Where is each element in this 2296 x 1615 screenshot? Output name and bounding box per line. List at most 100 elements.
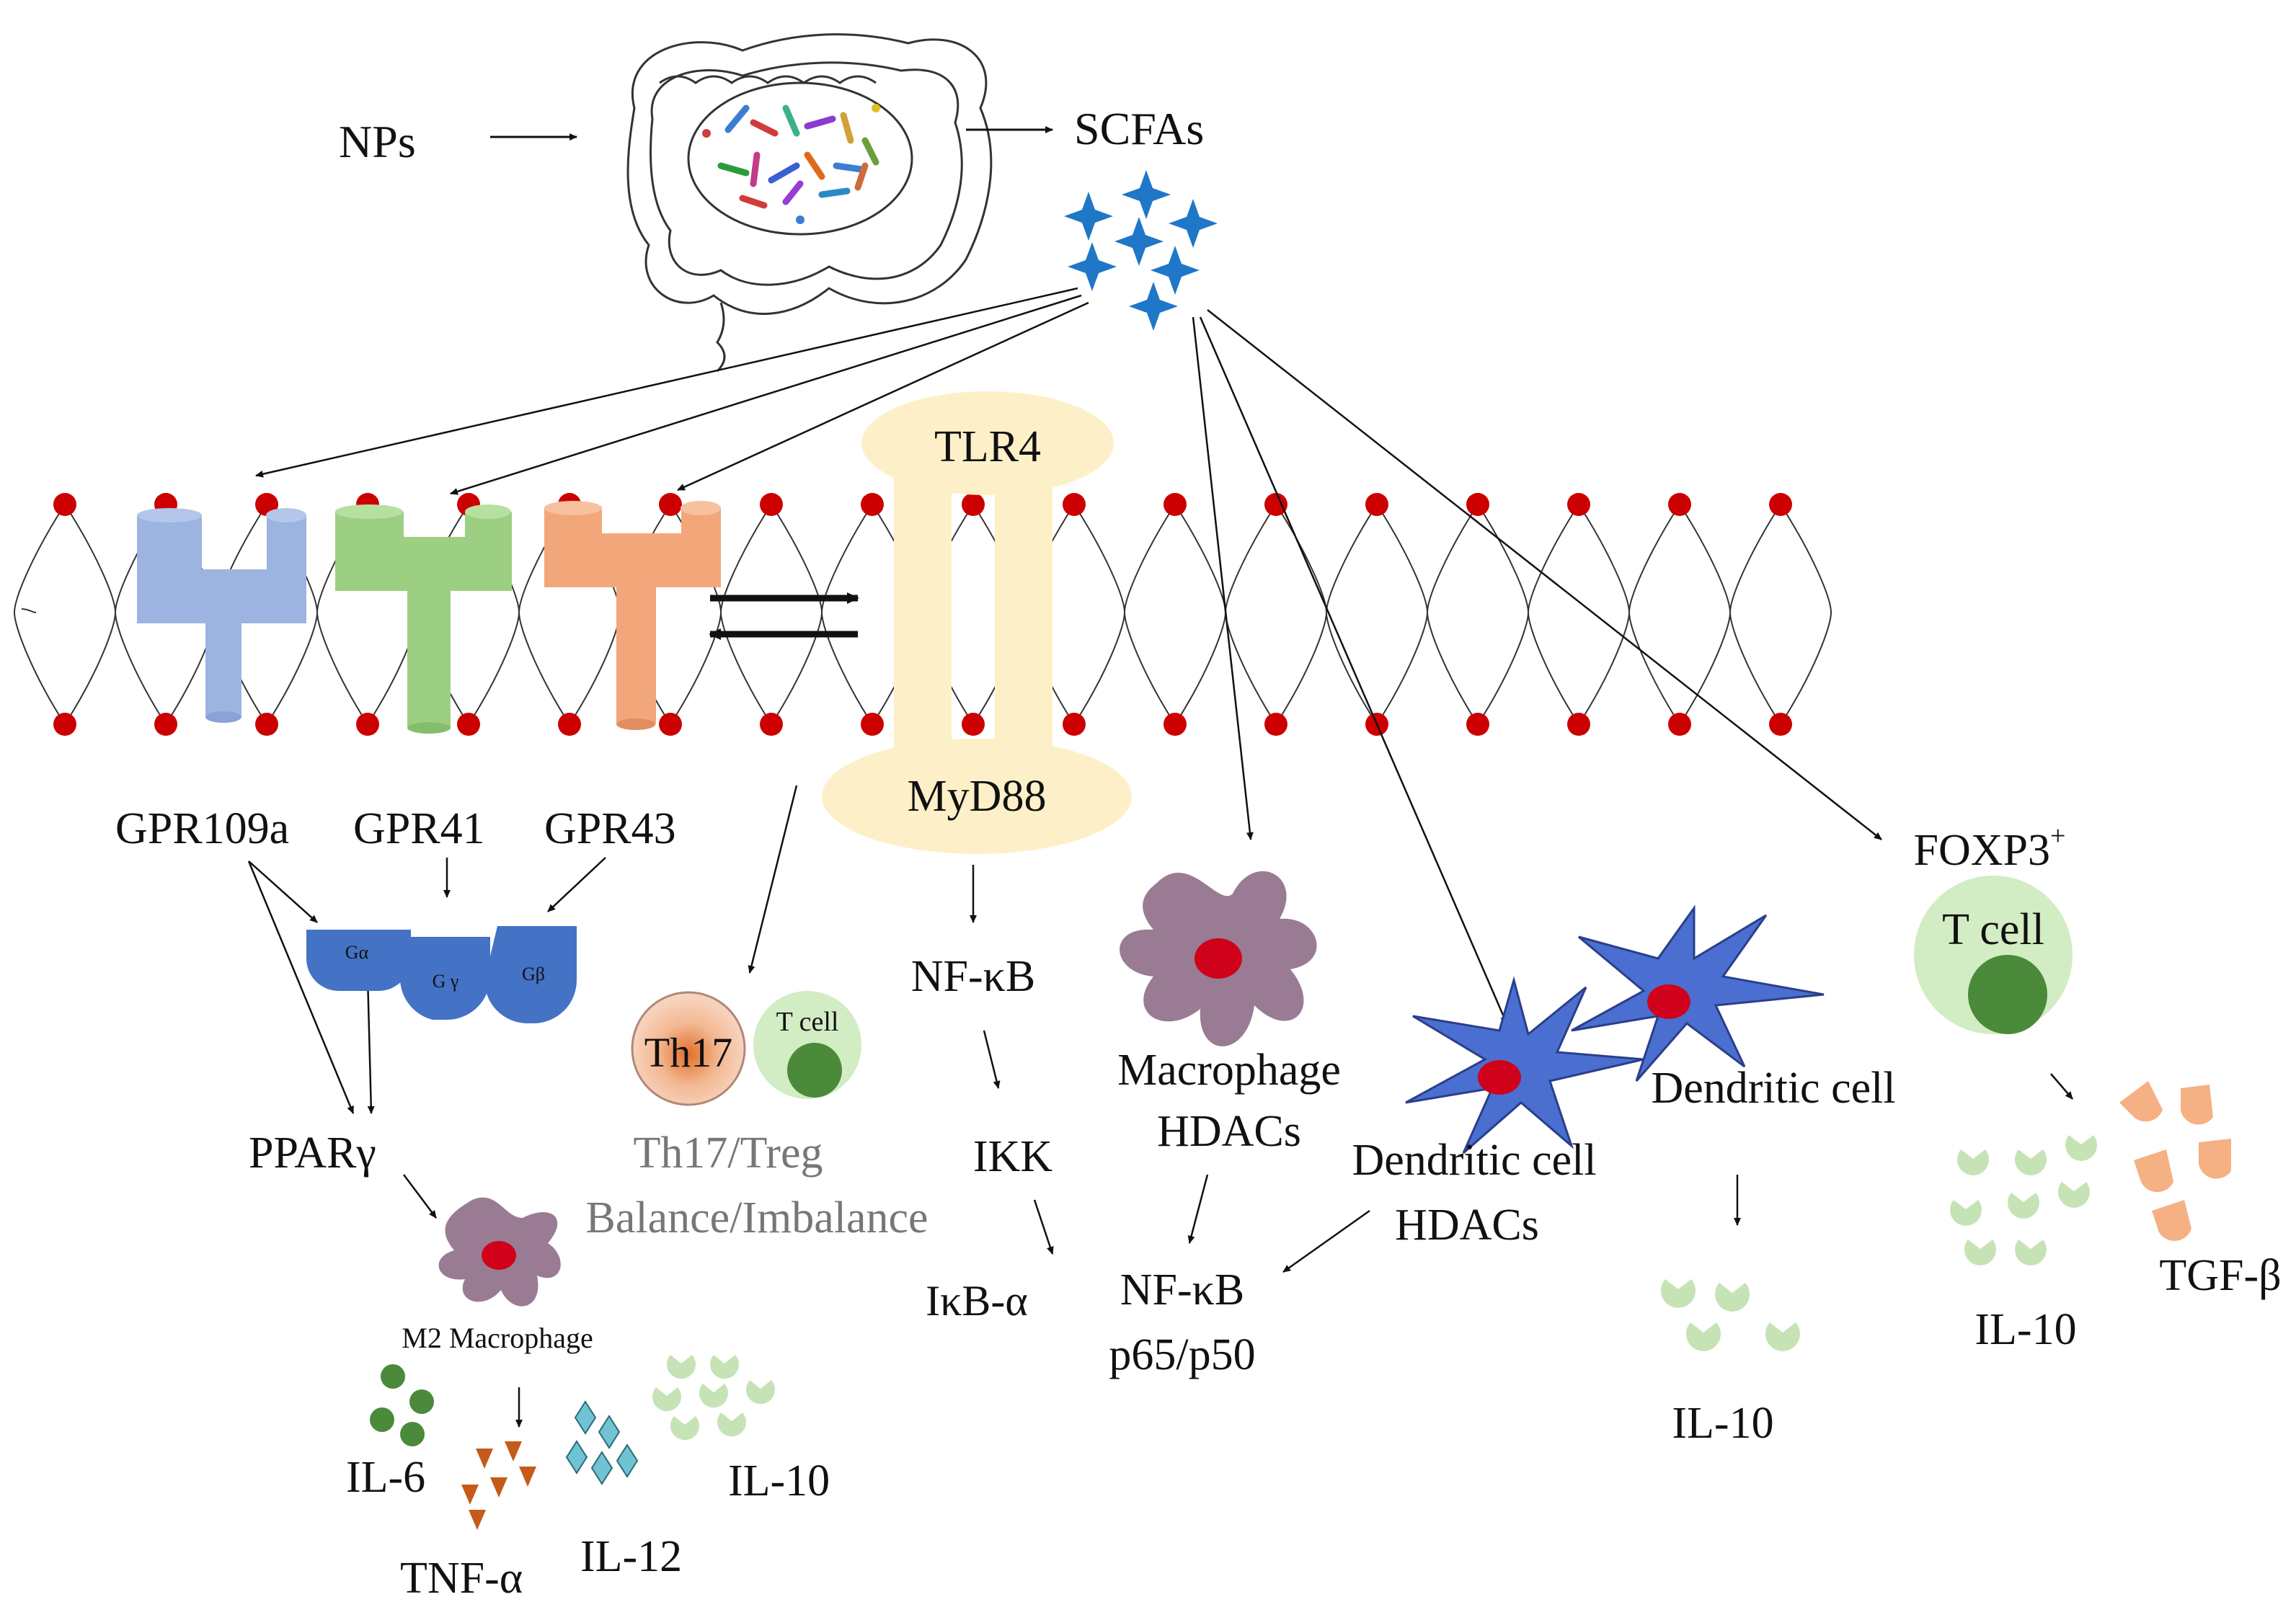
- myd88-adapter: [822, 739, 1132, 854]
- scfa-star: [1068, 242, 1117, 291]
- nfkb-p65-label-line2: p65/p50: [1109, 1330, 1255, 1379]
- il12-molecules-icon: [565, 1400, 639, 1485]
- scfa-to-foxp3-arrow: [1207, 309, 1882, 840]
- treg-cell-label: T cell: [776, 1007, 839, 1037]
- gpr41-receptor: [335, 504, 512, 734]
- gpr-to-th17-arrow: [748, 785, 798, 974]
- m2-macrophage-label: M2 Macrophage: [402, 1322, 593, 1354]
- lipid-head-outer: [962, 493, 985, 516]
- gut-microbiota-icon: [702, 104, 880, 224]
- tlr4-myd88-complex: [822, 391, 1132, 854]
- lipid-head-inner: [861, 713, 884, 736]
- gpr43-label: GPR43: [544, 804, 676, 853]
- nfkb-label: NF-κB: [911, 952, 1036, 1001]
- il10-m2-label: IL-10: [728, 1456, 830, 1505]
- macrophage-label-line2: HDACs: [1157, 1107, 1301, 1156]
- scfa-to-gpr41-arrow: [450, 294, 1082, 495]
- lipid-head-inner: [1264, 713, 1287, 736]
- dendritic-cell-b-nucleus: [1647, 984, 1690, 1019]
- lipid-head-inner: [53, 713, 76, 736]
- lipid-head-outer: [1769, 493, 1792, 516]
- lipid-head-inner: [962, 713, 985, 736]
- dendritic-to-nfkb-arrow: [1282, 1209, 1370, 1273]
- th17-treg-label-line2: Balance/Imbalance: [585, 1193, 928, 1242]
- tgfb-label: TGF-β: [2159, 1251, 2281, 1300]
- lipid-head-inner: [1163, 713, 1187, 736]
- lipid-head-outer: [1466, 493, 1489, 516]
- dendritic-cell-b-icon: [1571, 904, 1825, 1082]
- lipid-head-inner: [760, 713, 783, 736]
- scfa-star: [1151, 246, 1200, 295]
- lipid-head-outer: [1567, 493, 1590, 516]
- dendritic-b-label: Dendritic cell: [1651, 1064, 1895, 1113]
- lipid-head-inner: [356, 713, 379, 736]
- tlr4-ectodomain: [861, 391, 1114, 495]
- treg-cell-nucleus: [787, 1043, 842, 1098]
- lipid-head-outer: [861, 493, 884, 516]
- lipid-head-outer: [1063, 493, 1086, 516]
- lipid-head-outer: [53, 493, 76, 516]
- scfa-molecules-icon: [1064, 170, 1218, 331]
- th17-treg-label-line1: Th17/Treg: [634, 1129, 823, 1178]
- macrophage-to-nfkb-arrow: [1187, 1174, 1209, 1244]
- lipid-head-inner: [1668, 713, 1691, 736]
- g-gamma-label: G γ: [433, 971, 459, 992]
- scfa-star: [1129, 282, 1178, 331]
- lipid-head-outer: [760, 493, 783, 516]
- lipid-head-outer: [1163, 493, 1187, 516]
- il10-treg-molecules-icon: [1950, 1135, 2097, 1265]
- il6-molecules-icon: [370, 1364, 434, 1446]
- lipid-head-inner: [1466, 713, 1489, 736]
- foxp3-secretion-arrow: [2050, 1073, 2073, 1100]
- scfa-star: [1064, 192, 1113, 241]
- scfa-to-gpr43-arrow: [677, 301, 1089, 491]
- lipid-head-inner: [1567, 713, 1590, 736]
- scfa-star: [1169, 199, 1218, 248]
- il12-label: IL-12: [580, 1532, 682, 1581]
- nfkb-to-ikk-arrow: [983, 1030, 1001, 1089]
- lipid-head-inner: [659, 713, 682, 736]
- ppar-to-m2-arrow: [403, 1174, 437, 1219]
- lipid-head-outer: [1264, 493, 1287, 516]
- g-beta-label: Gβ: [522, 964, 545, 984]
- scfas-label: SCFAs: [1074, 103, 1204, 154]
- myd88-label: MyD88: [908, 772, 1047, 821]
- dendritic-a-label-line1: Dendritic cell: [1352, 1136, 1596, 1185]
- th17-cell-label: Th17: [644, 1029, 732, 1076]
- foxp3-label: FOXP3+: [1914, 821, 2066, 875]
- ikk-label: IKK: [973, 1132, 1052, 1181]
- dendritic-cell-a-nucleus: [1478, 1060, 1521, 1095]
- lipid-head-inner: [154, 713, 177, 736]
- ikba-label: IκB-α: [926, 1277, 1028, 1325]
- lipid-head-inner: [457, 713, 480, 736]
- dendritic-a-label-line2: HDACs: [1395, 1201, 1539, 1250]
- g-protein-complex: [306, 926, 577, 1023]
- tnfa-label: TNF-α: [400, 1554, 523, 1603]
- ppar-label: PPARγ: [249, 1129, 376, 1178]
- th17-cell-icon: [631, 991, 746, 1106]
- il10-dc-label: IL-10: [1672, 1399, 1773, 1448]
- scfa-to-gpr109a-arrow: [255, 287, 1078, 478]
- il10-dc-molecules-icon: [1660, 1279, 1801, 1351]
- tgfb-molecules-icon: [2119, 1081, 2231, 1241]
- foxp3-tcell-nucleus: [1968, 955, 2047, 1034]
- g-protein-arrows: [247, 857, 606, 1114]
- scfa-to-macrophage-arrow: [1192, 316, 1254, 840]
- lipid-head-outer: [1668, 493, 1691, 516]
- scfa-signal-arrows: [255, 287, 1882, 1024]
- scfa-star: [1122, 170, 1171, 219]
- il6-label: IL-6: [346, 1453, 425, 1502]
- lipid-head-inner: [1769, 713, 1792, 736]
- scfa-star: [1114, 217, 1163, 266]
- tlr4-label: TLR4: [934, 422, 1041, 471]
- il10-m2-molecules-icon: [652, 1355, 775, 1441]
- macrophage-label-line1: Macrophage: [1117, 1046, 1341, 1095]
- gpr109a-label: GPR109a: [115, 804, 289, 853]
- il10-treg-label: IL-10: [1974, 1305, 2076, 1354]
- scfa-to-dendritic-arrow: [1199, 316, 1508, 1024]
- nfkb-p65-label-line1: NF-κB: [1120, 1265, 1245, 1314]
- dendritic-cell-a-icon: [1405, 976, 1644, 1154]
- gpr109a-receptor: [137, 508, 306, 723]
